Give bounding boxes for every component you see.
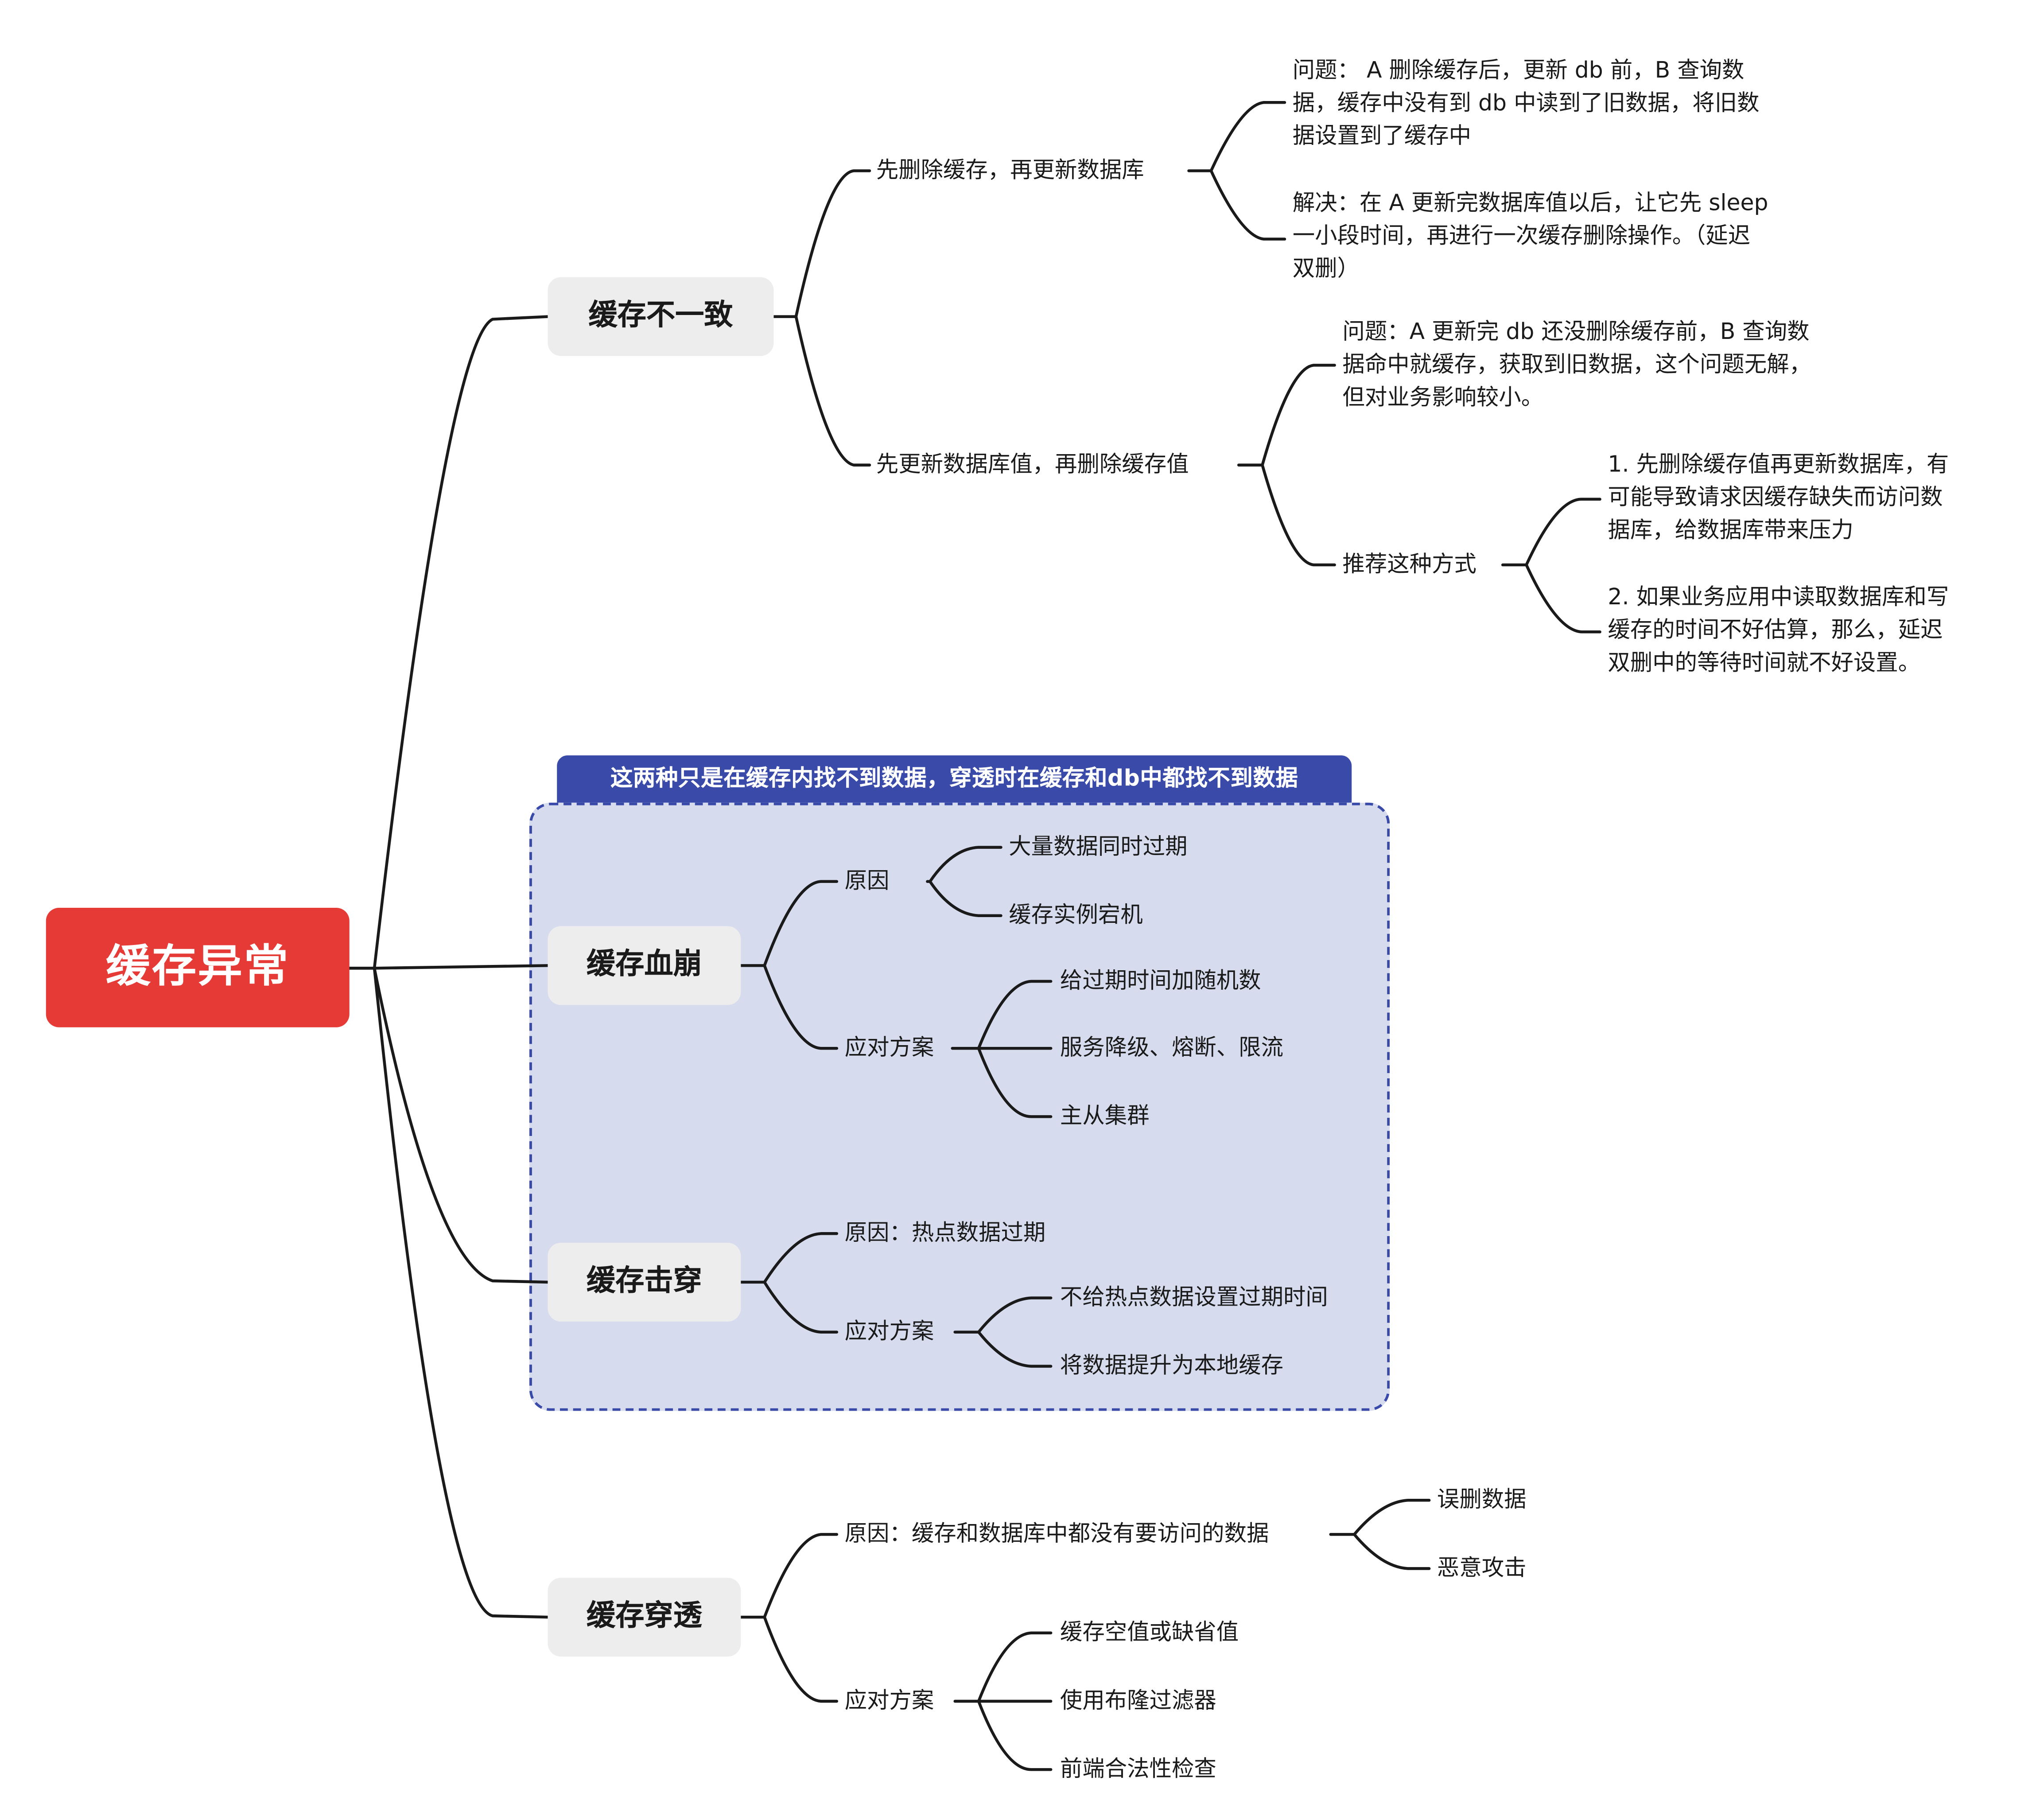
text-line: 据设置到了缓存中 xyxy=(1292,123,1472,150)
group-boundary-label[interactable]: 这两种只是在缓存内找不到数据，穿透时在缓存和db中都找不到数据 xyxy=(557,755,1352,803)
text-line: 缓存的时间不好估算，那么，延迟 xyxy=(1608,617,1943,644)
connector-pen-cause-2 xyxy=(1352,1533,1431,1570)
subtopic-recommend-reason-2[interactable]: 2. 如果业务应用中读取数据库和写 缓存的时间不好估算，那么，延迟 双删中的等待… xyxy=(1608,582,2028,681)
connector-root-breakdown xyxy=(373,967,549,1284)
penetration-solution-item[interactable]: 缓存空值或缺省值 xyxy=(1060,1620,1239,1646)
connector-delete-first-solution xyxy=(1209,169,1286,241)
subtopic-recommend-reason-1[interactable]: 1. 先删除缓存值再更新数据库，有 可能导致请求因缓存缺失而访问数 据库，给数据… xyxy=(1608,449,2028,548)
topic-cache-breakdown[interactable]: 缓存击穿 xyxy=(548,1243,741,1322)
connector-avalanche-solution xyxy=(763,964,839,1050)
connector-avalanche-cause xyxy=(739,880,839,967)
connector-inconsistency-right xyxy=(794,315,871,467)
avalanche-solution-item[interactable]: 给过期时间加随机数 xyxy=(1060,968,1261,995)
avalanche-cause-item[interactable]: 大量数据同时过期 xyxy=(1009,834,1188,861)
subtopic-update-db-first[interactable]: 先更新数据库值，再删除缓存值 xyxy=(876,452,1189,478)
topic-cache-penetration[interactable]: 缓存穿透 xyxy=(548,1578,741,1657)
subtopic-avalanche-solution[interactable]: 应对方案 xyxy=(844,1035,934,1062)
connector-recommend-reason1 xyxy=(1501,498,1601,567)
penetration-solution-item[interactable]: 前端合法性检查 xyxy=(1060,1756,1216,1783)
breakdown-solution-item[interactable]: 不给热点数据设置过期时间 xyxy=(1060,1284,1328,1311)
connector-penetration-cause xyxy=(739,1533,839,1619)
subtopic-avalanche-cause[interactable]: 原因 xyxy=(844,868,890,895)
text-line: 据，缓存中没有到 db 中读到了旧数据，将旧数 xyxy=(1292,90,1760,117)
connector-pen-solution-3 xyxy=(977,1699,1053,1771)
text-line: 问题： A 删除缓存后，更新 db 前，B 查询数 xyxy=(1292,58,1745,84)
root-node[interactable]: 缓存异常 xyxy=(46,907,350,1027)
text-line: 双删中的等待时间就不好设置。 xyxy=(1608,650,1921,677)
text-line: 一小段时间，再进行一次缓存删除操作。（延迟 xyxy=(1292,223,1751,250)
connector-penetration-solution xyxy=(763,1615,839,1703)
connector-bd-solution-2 xyxy=(977,1330,1053,1368)
text-line: 据库，给数据库带来压力 xyxy=(1608,517,1853,544)
text-line: 2. 如果业务应用中读取数据库和写 xyxy=(1608,584,1949,611)
breakdown-solution-item[interactable]: 将数据提升为本地缓存 xyxy=(1060,1353,1284,1380)
subtopic-breakdown-cause[interactable]: 原因：热点数据过期 xyxy=(844,1220,1046,1247)
connector-root-avalanche xyxy=(348,964,549,970)
text-line: 双删） xyxy=(1292,256,1360,283)
topic-cache-inconsistency[interactable]: 缓存不一致 xyxy=(548,277,774,356)
connector-cause-1 xyxy=(926,846,1002,883)
subtopic-delete-cache-first[interactable]: 先删除缓存，再更新数据库 xyxy=(876,157,1144,184)
connector-cause-2 xyxy=(929,880,1002,918)
connector-bd-solution-1 xyxy=(953,1296,1053,1334)
avalanche-cause-item[interactable]: 缓存实例宕机 xyxy=(1009,902,1143,929)
penetration-cause-item[interactable]: 误删数据 xyxy=(1437,1487,1527,1513)
subtopic-delete-first-problem[interactable]: 问题： A 删除缓存后，更新 db 前，B 查询数 据，缓存中没有到 db 中读… xyxy=(1293,55,1844,154)
text-line: 但对业务影响较小。 xyxy=(1342,385,1544,412)
connector-pen-cause-1 xyxy=(1329,1498,1431,1536)
connector-root-penetration xyxy=(373,967,549,1619)
subtopic-penetration-cause[interactable]: 原因：缓存和数据库中都没有要访问的数据 xyxy=(844,1521,1269,1548)
connector-breakdown-cause xyxy=(739,1232,839,1284)
connector-delete-first-problem xyxy=(1187,101,1286,172)
text-line: 据命中就缓存，获取到旧数据，这个问题无解， xyxy=(1342,352,1812,378)
connector-av-solution-3 xyxy=(977,1046,1053,1118)
connector-breakdown-solution xyxy=(763,1280,839,1334)
connector-pen-solution-1 xyxy=(953,1631,1053,1703)
connector-inconsistency-left xyxy=(772,169,871,318)
connector-recommend-reason2 xyxy=(1525,563,1601,634)
text-line: 可能导致请求因缓存缺失而访问数 xyxy=(1608,485,1943,511)
text-line: 1. 先删除缓存值再更新数据库，有 xyxy=(1608,452,1949,478)
subtopic-breakdown-solution[interactable]: 应对方案 xyxy=(844,1319,934,1346)
subtopic-recommend[interactable]: 推荐这种方式 xyxy=(1342,552,1476,578)
topic-cache-avalanche[interactable]: 缓存血崩 xyxy=(548,926,741,1005)
connector-root-inconsistency xyxy=(348,315,549,970)
connector-update-first-problem xyxy=(1237,364,1336,467)
text-line: 问题：A 更新完 db 还没删除缓存前，B 查询数 xyxy=(1342,319,1810,346)
subtopic-delete-first-solution[interactable]: 解决：在 A 更新完数据库值以后，让它先 sleep 一小段时间，再进行一次缓存… xyxy=(1293,188,1844,286)
avalanche-solution-item[interactable]: 主从集群 xyxy=(1060,1103,1150,1130)
avalanche-solution-item[interactable]: 服务降级、熔断、限流 xyxy=(1060,1035,1284,1062)
subtopic-update-first-problem[interactable]: 问题：A 更新完 db 还没删除缓存前，B 查询数 据命中就缓存，获取到旧数据，… xyxy=(1342,317,1894,415)
penetration-cause-item[interactable]: 恶意攻击 xyxy=(1437,1555,1527,1582)
penetration-solution-item[interactable]: 使用布隆过滤器 xyxy=(1060,1688,1216,1715)
connector-av-solution-1 xyxy=(951,980,1053,1050)
connector-update-first-recommend xyxy=(1261,463,1336,567)
text-line: 解决：在 A 更新完数据库值以后，让它先 sleep xyxy=(1292,190,1768,217)
subtopic-penetration-solution[interactable]: 应对方案 xyxy=(844,1688,934,1715)
